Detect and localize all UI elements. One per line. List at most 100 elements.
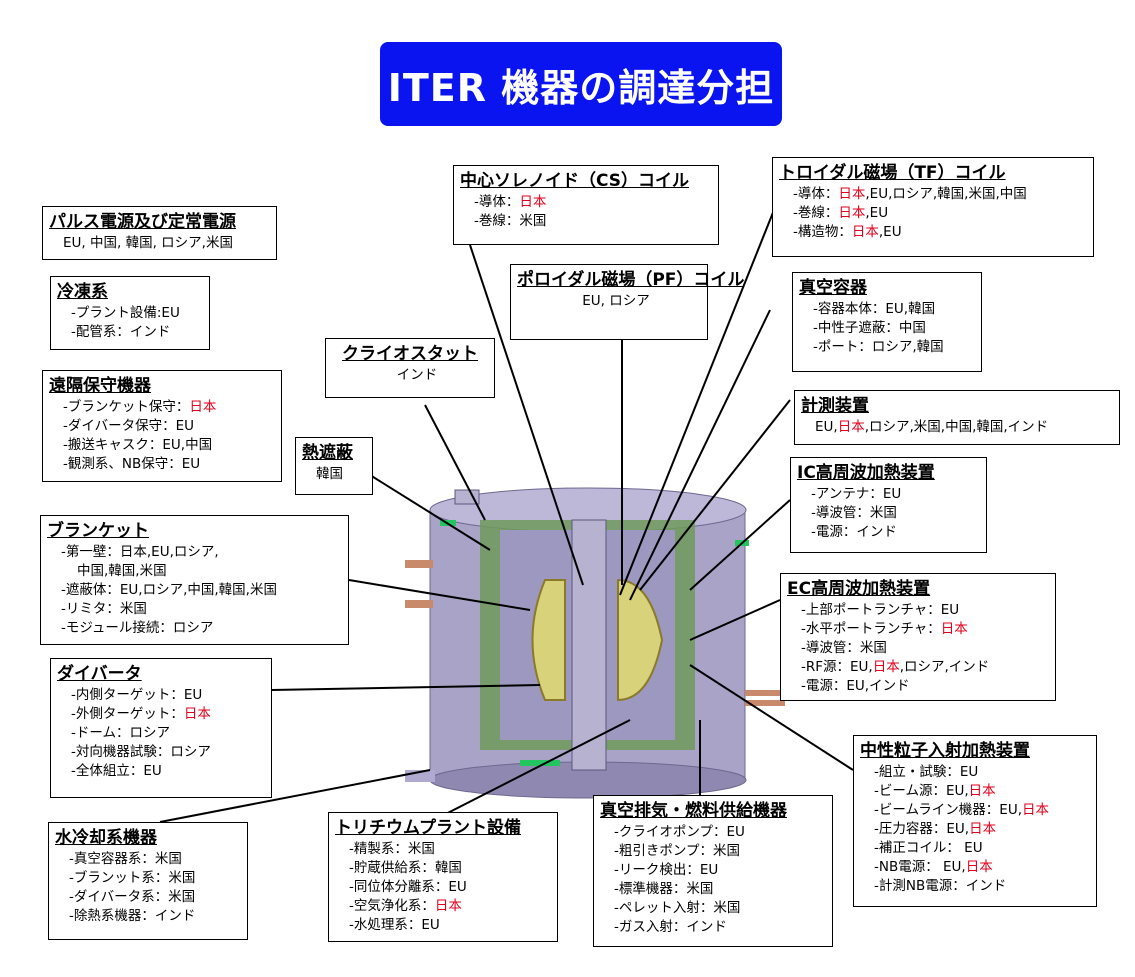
nb-item: -圧力容器：EU,日本 <box>860 820 1090 839</box>
divertor-item: -外側ターゲット：日本 <box>57 705 265 724</box>
box-vacuum-vessel: 真空容器 -容器本体：EU,韓国 -中性子遮蔽：中国 -ポート：ロシア,韓国 <box>792 272 982 372</box>
nb-item: -ビーム源：EU,日本 <box>860 782 1090 801</box>
japan-highlight: 日本 <box>965 859 993 875</box>
item-text: -組立・試験：EU <box>874 764 979 780</box>
item-text: -中性子遮蔽：中国 <box>813 320 926 336</box>
item-text: -リーク検出：EU <box>614 862 719 878</box>
remote-item: -ブランケット保守：日本 <box>49 398 275 417</box>
item-text: -容器本体：EU,韓国 <box>813 301 936 317</box>
japan-highlight: 日本 <box>851 224 879 240</box>
japan-highlight: 日本 <box>838 205 866 221</box>
pf-heading: ポロイダル磁場（PF）コイル <box>517 270 745 290</box>
water-item: -除熱系機器：インド <box>55 907 241 926</box>
cs-heading: 中心ソレノイド（CS）コイル <box>460 171 690 191</box>
japan-highlight: 日本 <box>872 659 900 675</box>
ec-item: -水平ポートランチャ：日本 <box>787 620 1049 639</box>
box-ec-heating: EC高周波加熱装置 -上部ポートランチャ：EU -水平ポートランチャ：日本-導波管：… <box>780 573 1056 701</box>
japan-highlight: 日本 <box>940 621 968 637</box>
page-title: ITER 機器の調達分担 <box>380 42 782 126</box>
item-text: -導波管：米国 <box>801 640 887 656</box>
divertor-item: -全体組立：EU <box>57 762 265 781</box>
item-text: -内側ターゲット：EU <box>71 687 203 703</box>
vacuum_pump-item: -ペレット入射：米国 <box>600 899 826 918</box>
nb-item: -NB電源： EU,日本 <box>860 858 1090 877</box>
vacuum_pump-item: -標準機器：米国 <box>600 880 826 899</box>
ec-heading: EC高周波加熱装置 <box>787 579 931 599</box>
pulse-item: EU, 中国, 韓国, ロシア,米国 <box>49 234 270 253</box>
box-pulse-power: パルス電源及び定常電源 EU, 中国, 韓国, ロシア,米国 <box>42 206 277 260</box>
item-text: -真空容器系：米国 <box>69 851 182 867</box>
item-text: -補正コイル： EU <box>874 840 983 856</box>
item-text: -ポート：ロシア,韓国 <box>813 339 944 355</box>
item-text: -上部ポートランチャ：EU <box>801 602 960 618</box>
tf-item: -構造物：日本,EU <box>779 223 1087 242</box>
ec-item: -導波管：米国 <box>787 639 1049 658</box>
item-text: -圧力容器：EU, <box>874 821 970 837</box>
item-text: ,EU <box>878 224 902 240</box>
nb-item: -ビームライン機器：EU,日本 <box>860 801 1090 820</box>
item-text: EU, <box>815 419 838 435</box>
item-text: -電源：EU,インド <box>801 678 910 694</box>
item-text: -構造物： <box>793 224 852 240</box>
box-ic-heating: IC高周波加熱装置-アンテナ：EU-導波管：米国-電源：インド <box>790 457 987 553</box>
shield-heading: 熱遮蔽 <box>302 443 353 463</box>
remote-heading: 遠隔保守機器 <box>49 376 151 396</box>
japan-highlight: 日本 <box>1022 802 1049 818</box>
item-text: -導体： <box>474 194 520 210</box>
japan-highlight: 日本 <box>969 821 997 837</box>
item-text: -ドーム：ロシア <box>71 725 170 741</box>
box-thermal-shield: 熱遮蔽韓国 <box>295 437 373 495</box>
remote-item: -ダイバータ保守：EU <box>49 417 275 436</box>
vacuum_pump-item: -ガス入射：インド <box>600 918 826 937</box>
box-cryoplant: 冷凍系-プラント設備:EU-配管系：インド <box>50 276 210 350</box>
divertor-item: -ドーム：ロシア <box>57 724 265 743</box>
ec-item: -上部ポートランチャ：EU <box>787 601 1049 620</box>
item-text: ,EU <box>865 205 889 221</box>
item-text: -アンテナ：EU <box>811 486 902 502</box>
item-text: -除熱系機器：インド <box>69 908 196 924</box>
tritium-item: -水処理系：EU <box>335 916 551 935</box>
cryo-item: -プラント設備:EU <box>57 304 203 323</box>
vessel-heading: 真空容器 <box>799 278 867 298</box>
item-text: -ペレット入射：米国 <box>614 900 741 916</box>
divertor-item: -対向機器試験：ロシア <box>57 743 265 762</box>
vessel-item: -ポート：ロシア,韓国 <box>799 338 975 357</box>
blanket-item: -モジュール接続：ロシア <box>47 619 342 638</box>
cryostat-heading: クライオスタット <box>342 344 478 364</box>
nb-item: -組立・試験：EU <box>860 763 1090 782</box>
nb-heading: 中性粒子入射加熱装置 <box>860 741 1030 761</box>
item-text: -観測系、NB保守：EU <box>63 456 201 472</box>
japan-highlight: 日本 <box>838 186 866 202</box>
item-text: -第一壁：日本,EU,ロシア, <box>61 544 219 560</box>
item-text: -モジュール接続：ロシア <box>61 620 214 636</box>
box-neutral-beam: 中性粒子入射加熱装置 -組立・試験：EU -ビーム源：EU,日本-ビームライン機器：… <box>853 735 1097 907</box>
remote-item: -搬送キャスク：EU,中国 <box>49 436 275 455</box>
item-text: -貯蔵供給系：韓国 <box>349 860 462 876</box>
pulse-heading: パルス電源及び定常電源 <box>49 212 236 232</box>
item-text: -遮蔽体：EU,ロシア,中国,韓国,米国 <box>61 582 277 598</box>
item-text: -リミタ：米国 <box>61 601 147 617</box>
item-text: -クライオポンプ：EU <box>614 824 745 840</box>
item-text: -RF源：EU, <box>801 659 873 675</box>
item-text: 中国,韓国,米国 <box>77 563 167 579</box>
water-item: -真空容器系：米国 <box>55 850 241 869</box>
item-text: ,ロシア,インド <box>899 659 990 675</box>
item-text: -ダイバータ系：米国 <box>69 889 196 905</box>
vacuum_pump-heading: 真空排気・燃料供給機器 <box>600 801 787 821</box>
water-heading: 水冷却系機器 <box>55 828 157 848</box>
box-remote-handling: 遠隔保守機器 -ブランケット保守：日本-ダイバータ保守：EU-搬送キャスク：EU,… <box>42 370 282 482</box>
item-text: ,EU,ロシア,韓国,米国,中国 <box>865 186 1027 202</box>
blanket-heading: ブランケット <box>47 521 149 541</box>
item-text: -プラント設備:EU <box>71 305 180 321</box>
item-text: -精製系：米国 <box>349 841 435 857</box>
nb-item: -補正コイル： EU <box>860 839 1090 858</box>
item-text: -電源：インド <box>811 524 897 540</box>
item-text: EU, 中国, 韓国, ロシア,米国 <box>63 235 233 251</box>
water-item: -ダイバータ系：米国 <box>55 888 241 907</box>
cryo-heading: 冷凍系 <box>57 282 108 302</box>
japan-highlight: 日本 <box>837 419 865 435</box>
box-cryostat: クライオスタットインド <box>325 338 495 398</box>
diag-item: EU,日本,ロシア,米国,中国,韓国,インド <box>801 418 1113 437</box>
